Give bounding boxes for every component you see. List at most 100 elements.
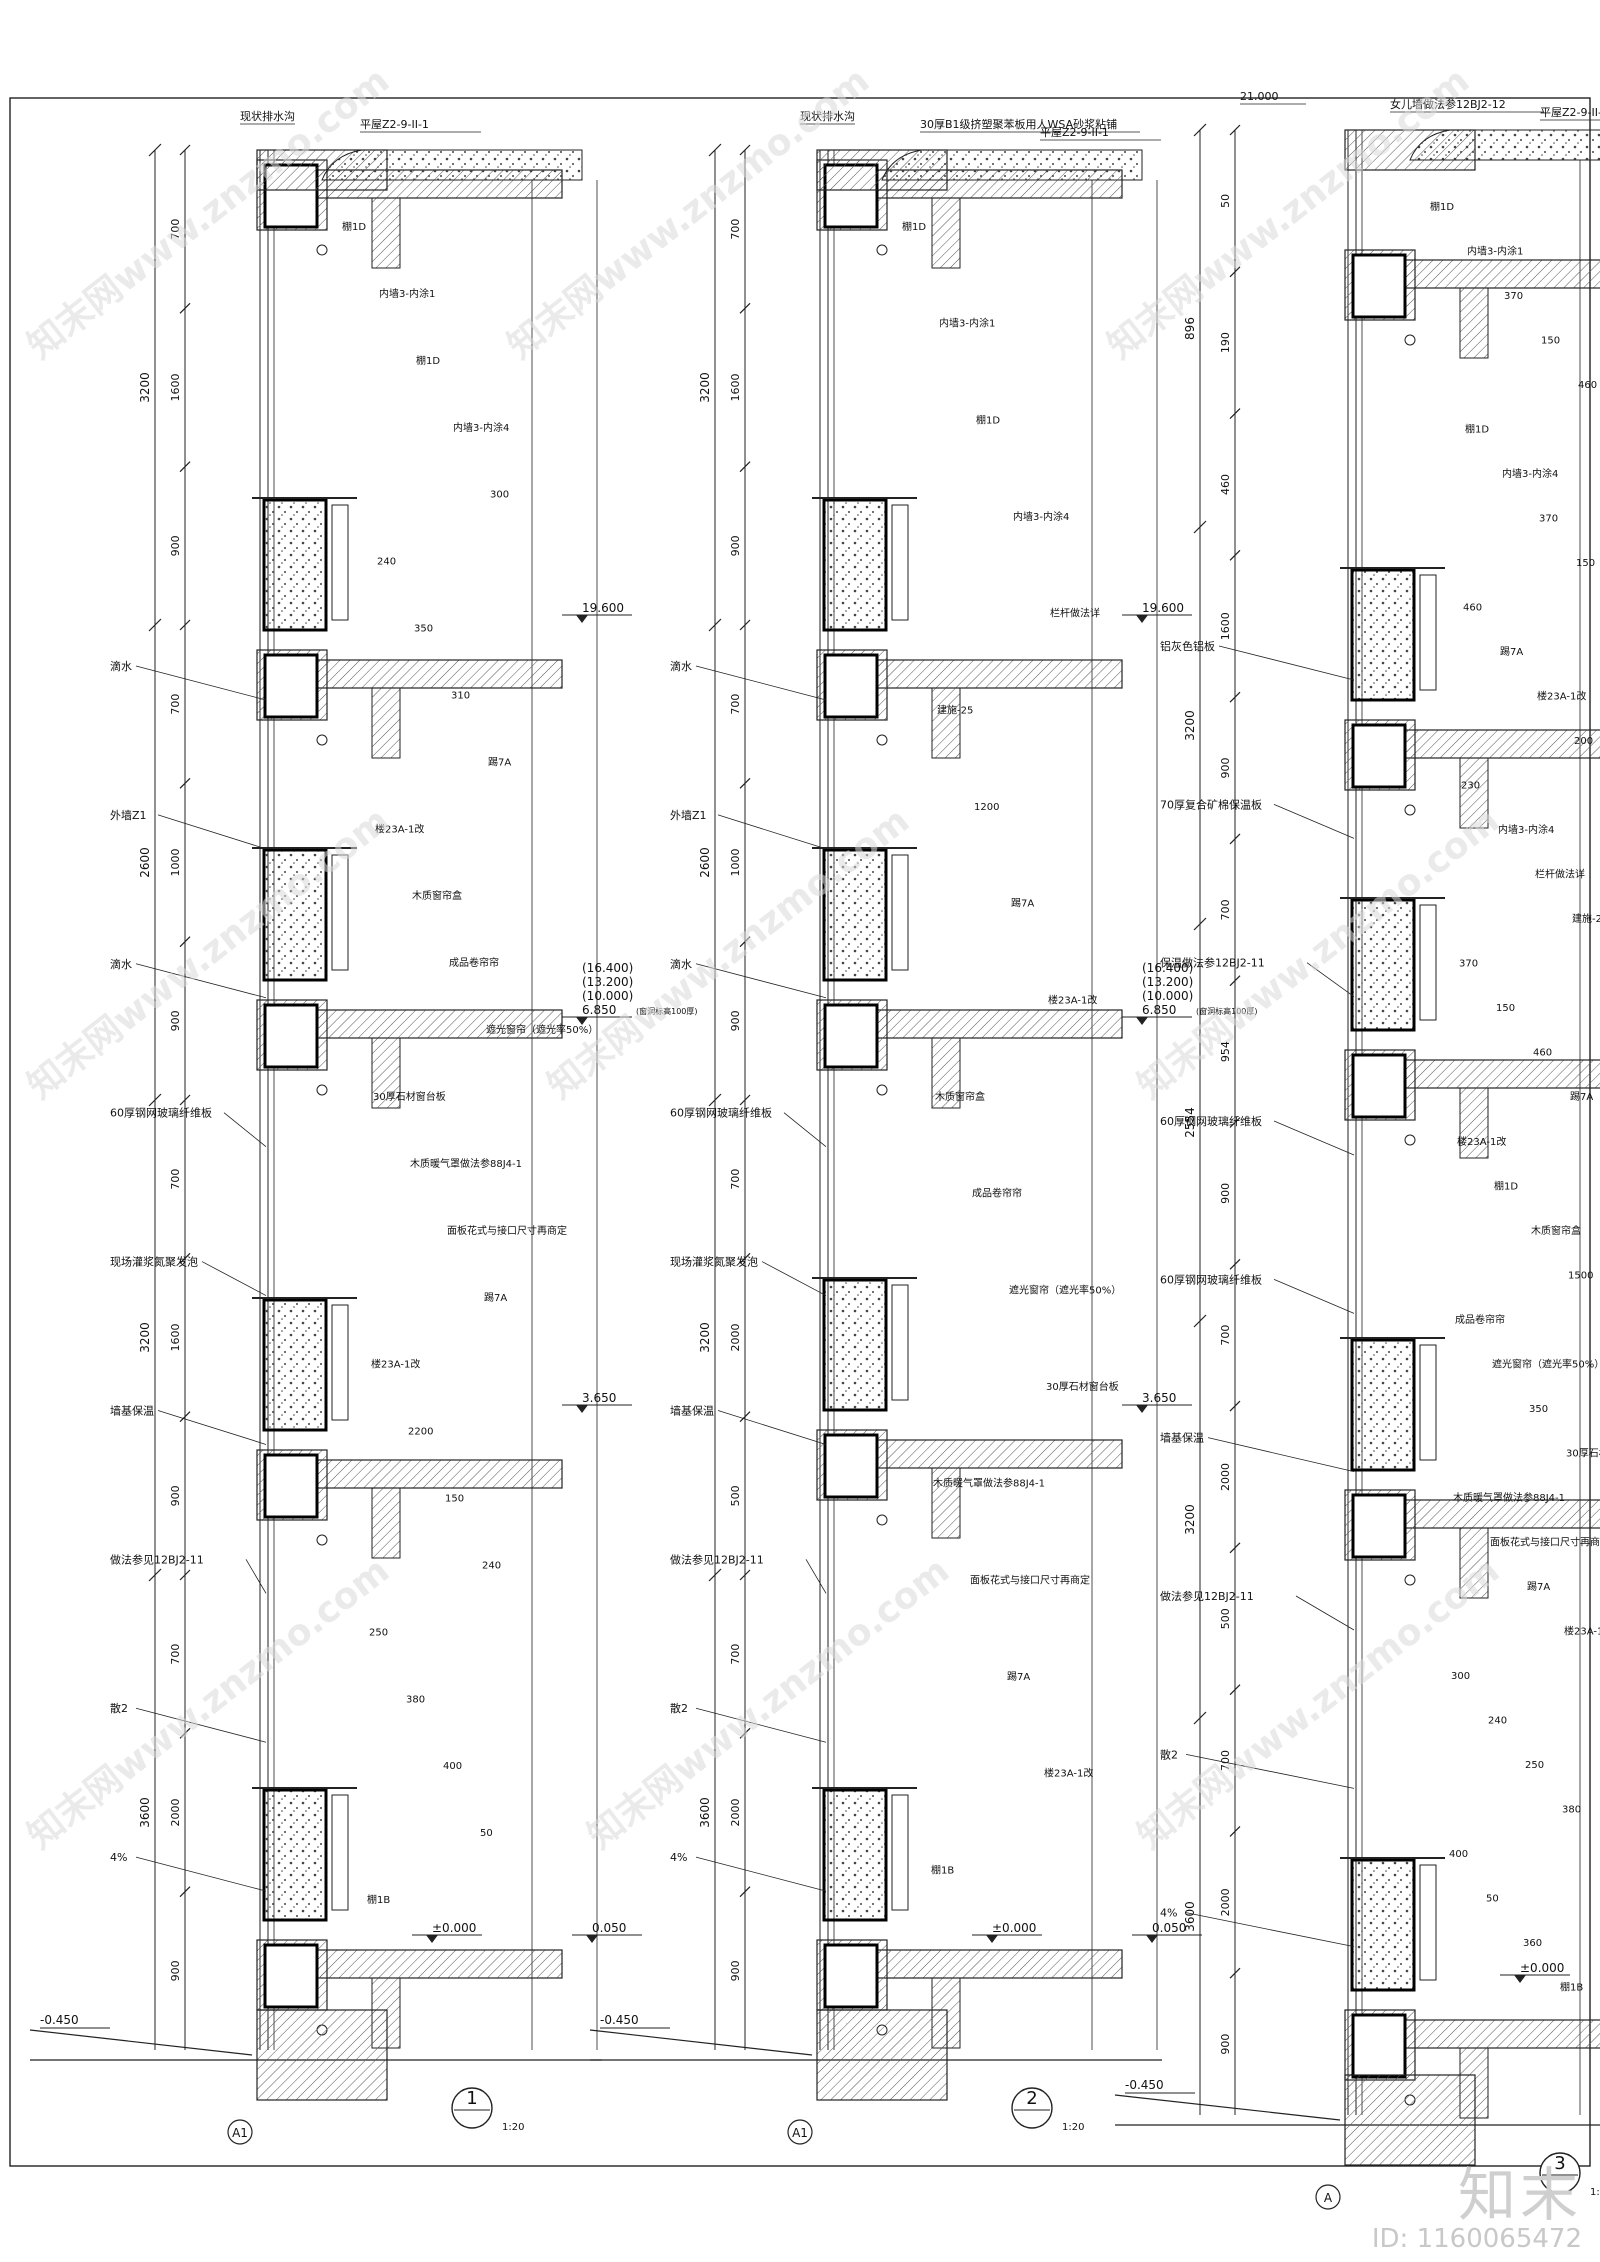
curtain-rod-symbol	[1404, 804, 1416, 816]
dimension-tick	[179, 777, 191, 789]
sill-wall	[1350, 898, 1416, 1032]
sill-wall	[1350, 568, 1416, 702]
interior-label: 木质窗帘盒	[935, 1090, 985, 1103]
top-label: 现状排水沟	[800, 109, 855, 123]
dimension-tick	[739, 777, 751, 789]
level-mark: ±0.000	[432, 1921, 476, 1935]
level-mark: -0.450	[600, 2013, 639, 2027]
down-beam	[931, 1467, 961, 1539]
level-mark: ±0.000	[992, 1921, 1036, 1935]
interior-label: 240	[482, 1560, 501, 1571]
radiator	[331, 854, 349, 971]
level-mark: ±0.000	[1520, 1961, 1564, 1975]
callout-note: 4%	[110, 1851, 127, 1864]
radiator	[331, 1304, 349, 1421]
dimension-outer: 3600	[698, 1797, 712, 1828]
callout-note: 墙基保温	[670, 1403, 714, 1417]
leader-line	[1185, 1753, 1355, 1789]
leader-line	[1273, 1278, 1355, 1314]
interior-label: 踢7A	[1570, 1091, 1593, 1103]
floor-slab	[851, 1949, 1123, 1979]
interior-label: 棚1D	[1430, 200, 1454, 213]
dimension-inner: 900	[1219, 1183, 1232, 1204]
callout-note: 现场灌浆氮聚发泡	[670, 1255, 758, 1269]
sill-wall	[822, 498, 888, 632]
leader-line	[761, 1261, 827, 1296]
dimension-tick	[1193, 520, 1207, 534]
sill-wall	[1350, 1858, 1416, 1992]
top-label: 平屋Z2-9-II-1	[1040, 126, 1109, 139]
level-mark: 6.850	[1142, 1003, 1176, 1017]
interior-label: 370	[1459, 959, 1478, 970]
insulation-block	[1351, 1493, 1407, 1559]
foundation	[256, 2009, 388, 2101]
callout-note: 4%	[670, 1851, 687, 1864]
dimension-inner: 954	[1219, 1041, 1232, 1062]
dimension-tick	[148, 1093, 162, 1107]
leader-line	[805, 1559, 827, 1594]
leader-line	[695, 1856, 827, 1892]
level-mark: 19.600	[1142, 601, 1184, 615]
interior-label: 250	[1525, 1760, 1544, 1771]
down-beam	[371, 197, 401, 269]
level-triangle	[576, 1405, 588, 1413]
axis-label: A1	[792, 2126, 808, 2140]
interior-label: 栏杆做法详	[1535, 868, 1585, 881]
foundation	[1344, 2074, 1476, 2166]
interior-label: 内墙3-内涂4	[453, 421, 509, 434]
corner-id: ID: 1160065472	[1371, 2224, 1582, 2254]
dimension-tick	[148, 1568, 162, 1582]
dimension-inner: 700	[729, 694, 742, 715]
leader-line	[157, 1410, 267, 1445]
interior-label: 遮光窗帘（遮光率50%）	[486, 1023, 598, 1036]
dimension-tick	[739, 1411, 751, 1423]
level-mark: (13.200)	[582, 975, 633, 989]
dimension-tick	[1229, 1684, 1241, 1696]
dimension-outer: 3200	[1183, 710, 1197, 741]
insulation-block	[263, 653, 319, 719]
interior-label: 150	[1541, 336, 1560, 347]
leader-line	[1306, 962, 1355, 997]
sheet-border	[9, 97, 1591, 2167]
level-mark: 3.650	[1142, 1391, 1176, 1405]
dimension-tick	[1229, 549, 1241, 561]
down-beam	[371, 1037, 401, 1109]
level-note: (窗洞标高100厚)	[636, 1006, 698, 1016]
interior-label: 250	[369, 1627, 388, 1638]
insulation-block	[1351, 723, 1407, 789]
dimension-tick	[1193, 917, 1207, 931]
interior-label: 350	[1529, 1404, 1548, 1415]
floor-slab	[291, 1009, 563, 1039]
radiator	[331, 504, 349, 621]
dimension-tick	[179, 144, 191, 156]
section-1: 3200260032003600700160090070010009007001…	[29, 109, 698, 2145]
leader-line	[1273, 803, 1355, 839]
interior-label: 棚1D	[1465, 423, 1489, 436]
dimension-inner: 1000	[169, 849, 182, 877]
interior-label: 楼23A-1改	[1457, 1135, 1506, 1148]
corner-watermark: 知末 ID: 1160065472	[1372, 2166, 1582, 2254]
level-triangle	[426, 1935, 438, 1943]
insulation-block	[1351, 253, 1407, 319]
watermark-layer: 知末网www.znzmo.com知末网www.znzmo.com知末网www.z…	[20, 60, 1507, 1857]
interior-label: 棚1D	[1494, 1179, 1518, 1192]
sill-wall	[262, 848, 328, 982]
dimension-outer: 3200	[138, 1322, 152, 1353]
dimension-outer: 896	[1183, 317, 1197, 340]
interior-label: 200	[1574, 736, 1593, 747]
interior-label: 木质窗帘盒	[1531, 1224, 1581, 1237]
interior-label: 350	[414, 624, 433, 635]
section-2: 3200260032003600700160090070010009007002…	[589, 109, 1258, 2145]
level-mark: 0.050	[592, 1921, 626, 1935]
interior-label: 踢7A	[1500, 646, 1523, 658]
level-mark: (10.000)	[1142, 989, 1193, 1003]
interior-label: 460	[1463, 603, 1482, 614]
floor-slab	[851, 659, 1123, 689]
dimension-inner: 2000	[1219, 1888, 1232, 1916]
dimension-tick	[1229, 1400, 1241, 1412]
interior-label: 150	[445, 1494, 464, 1505]
leader-line	[695, 1707, 827, 1743]
interior-label: 230	[1461, 781, 1480, 792]
dimension-tick	[179, 1886, 191, 1898]
interior-label: 150	[1576, 558, 1595, 569]
